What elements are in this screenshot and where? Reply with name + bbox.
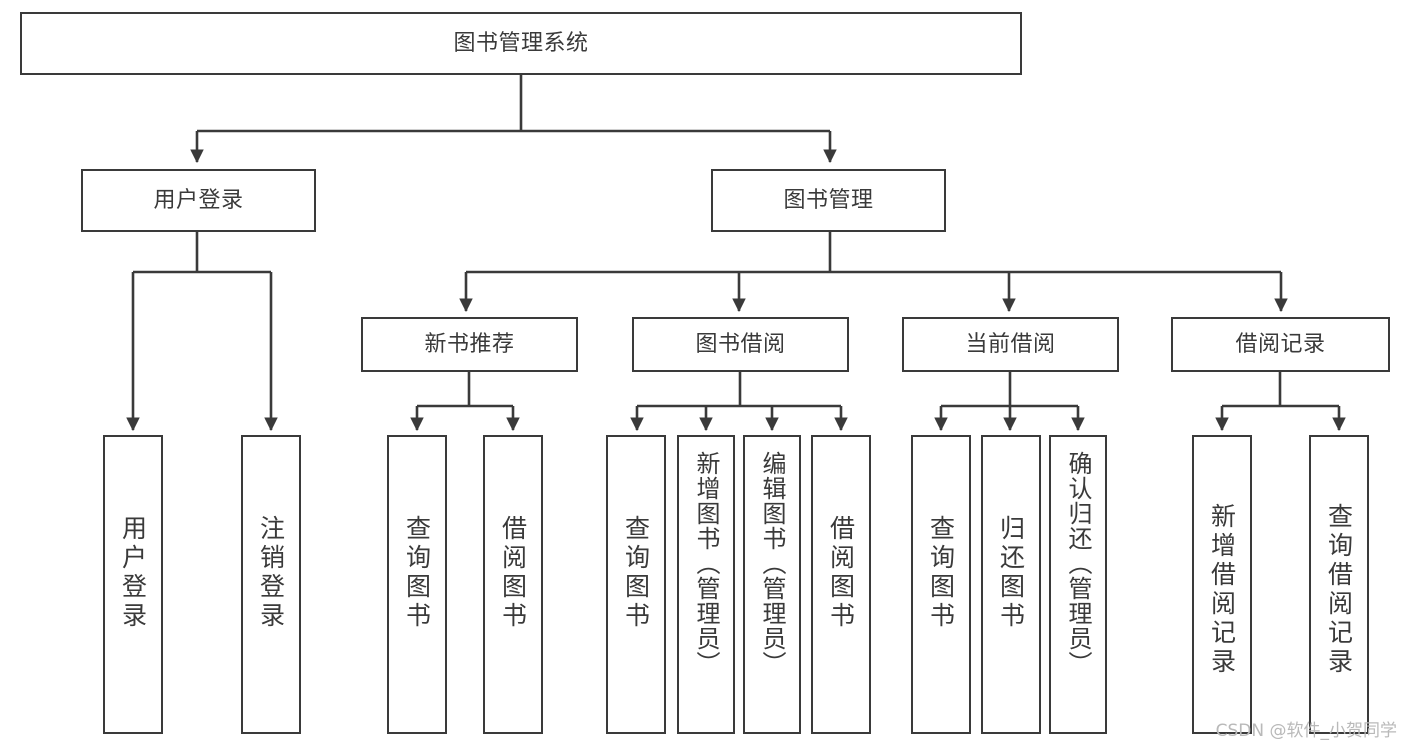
- leaf-borrow-book-2-label: 借阅图书: [826, 515, 856, 631]
- leaf-return-book[interactable]: 归还图书: [981, 435, 1041, 734]
- watermark-text: CSDN @软件_小贺同学: [1215, 721, 1397, 741]
- node-book-management[interactable]: 图书管理: [711, 169, 946, 232]
- leaf-return-book-label: 归还图书: [996, 515, 1026, 631]
- leaf-edit-book[interactable]: 编辑图书（管理员）: [743, 435, 801, 734]
- leaf-query-book-3-label: 查询图书: [926, 515, 956, 631]
- leaf-query-book-3[interactable]: 查询图书: [911, 435, 971, 734]
- leaf-query-record-label: 查询借阅记录: [1324, 503, 1354, 677]
- leaf-add-book-label: 新增图书（管理员）: [692, 451, 720, 676]
- node-book-management-label: 图书管理: [783, 187, 874, 213]
- node-new-book-recommend-label: 新书推荐: [424, 331, 515, 357]
- leaf-query-book-1-label: 查询图书: [402, 515, 432, 631]
- leaf-borrow-book-1-label: 借阅图书: [498, 515, 528, 631]
- node-user-login[interactable]: 用户登录: [81, 169, 316, 232]
- leaf-borrow-book-2[interactable]: 借阅图书: [811, 435, 871, 734]
- leaf-confirm-return[interactable]: 确认归还（管理员）: [1049, 435, 1107, 734]
- node-root[interactable]: 图书管理系统: [20, 12, 1022, 75]
- node-book-borrow-label: 图书借阅: [695, 331, 786, 357]
- leaf-confirm-return-label: 确认归还（管理员）: [1064, 451, 1092, 676]
- leaf-query-book-2-label: 查询图书: [621, 515, 651, 631]
- leaf-query-record[interactable]: 查询借阅记录: [1309, 435, 1369, 734]
- node-borrow-record[interactable]: 借阅记录: [1171, 317, 1390, 372]
- node-user-login-label: 用户登录: [153, 187, 244, 213]
- node-book-borrow[interactable]: 图书借阅: [632, 317, 849, 372]
- node-root-label: 图书管理系统: [453, 30, 589, 56]
- leaf-logout-login-label: 注销登录: [256, 515, 286, 631]
- leaf-logout-login[interactable]: 注销登录: [241, 435, 301, 734]
- node-new-book-recommend[interactable]: 新书推荐: [361, 317, 578, 372]
- leaf-user-login[interactable]: 用户登录: [103, 435, 163, 734]
- leaf-add-record-label: 新增借阅记录: [1207, 503, 1237, 677]
- node-current-borrow[interactable]: 当前借阅: [902, 317, 1119, 372]
- leaf-add-record[interactable]: 新增借阅记录: [1192, 435, 1252, 734]
- leaf-borrow-book-1[interactable]: 借阅图书: [483, 435, 543, 734]
- node-current-borrow-label: 当前借阅: [965, 331, 1056, 357]
- leaf-add-book[interactable]: 新增图书（管理员）: [677, 435, 735, 734]
- leaf-query-book-1[interactable]: 查询图书: [387, 435, 447, 734]
- leaf-query-book-2[interactable]: 查询图书: [606, 435, 666, 734]
- leaf-user-login-label: 用户登录: [118, 515, 148, 631]
- leaf-edit-book-label: 编辑图书（管理员）: [758, 451, 786, 676]
- node-borrow-record-label: 借阅记录: [1235, 331, 1326, 357]
